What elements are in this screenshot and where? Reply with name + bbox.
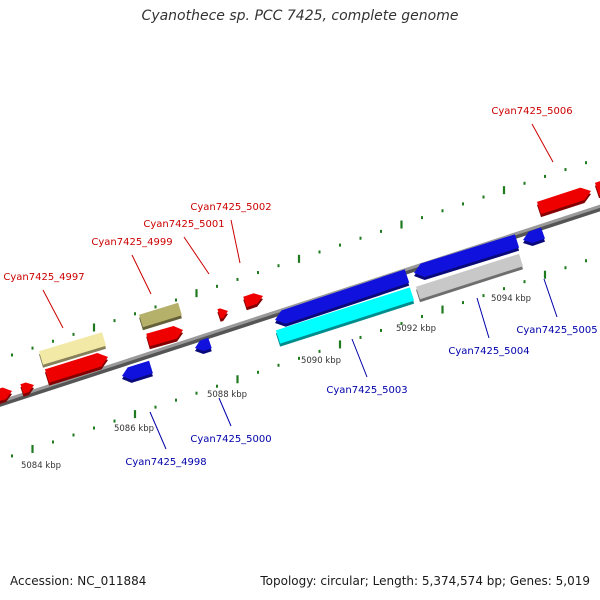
gene-label: Cyan7425_5002 [190,202,271,213]
scale-label: 5086 kbp [114,424,154,434]
genome-title: Cyanothece sp. PCC 7425, complete genome [141,8,459,24]
gene-label: Cyan7425_5005 [516,325,597,336]
gene-label: Cyan7425_4999 [91,237,172,248]
gene-body [523,227,545,244]
gene-features [0,181,600,404]
gene-body [275,269,410,324]
gene-5000-arrow [195,337,212,355]
label-leaders [42,123,558,450]
scale-ticks [11,161,587,458]
gene-body [594,181,600,196]
scale-label: 5090 kbp [301,356,341,366]
gene-5004-blue-arrow [414,234,520,281]
gene-far-right-arrow [594,181,600,199]
gene-body [38,332,107,365]
gene-4997-arrow [44,352,108,386]
gene-body [536,187,591,215]
label-leader [230,219,241,264]
gene-body [0,387,12,401]
gene-body [146,325,183,347]
gene-body [139,302,182,328]
gene-5006-arrow [536,187,591,218]
gene-5003-blue-arrow [275,269,410,327]
label-leader [543,278,558,318]
gene-body [243,293,263,308]
gene-label: Cyan7425_5000 [190,434,271,445]
gene-body [20,382,34,394]
gene-far-left-2-arrow [20,382,34,397]
gene-body [416,253,523,300]
scale-labels: 5084 kbp 5086 kbp 5088 kbp 5090 kbp 5092 kbp… [21,294,531,471]
label-leader [531,123,554,163]
scale-label: 5092 kbp [396,324,436,334]
label-leader [149,411,167,450]
label-leader [218,397,232,427]
label-leader [351,338,368,378]
gene-body [217,308,228,319]
gene-labels: Cyan7425_4997Cyan7425_4998Cyan7425_4999C… [3,106,597,468]
gene-label: Cyan7425_4997 [3,272,84,283]
scale-label: 5094 kbp [491,294,531,304]
accession-text: Accession: NC_011884 [10,574,147,588]
gene-label: Cyan7425_5004 [448,346,529,357]
scale-label: 5084 kbp [21,461,61,471]
gene-4999-arrow [146,325,183,350]
label-leader [131,254,152,295]
gene-label: Cyan7425_4998 [125,457,206,468]
gene-olive-arrow [139,302,182,331]
label-leader [42,289,64,329]
gene-5003-cyan-arrow [275,287,415,347]
gene-4998-arrow [122,360,153,383]
gene-body [122,360,153,380]
gene-label: Cyan7425_5006 [491,106,572,117]
gene-5001-arrow [217,308,228,322]
label-leader [183,236,210,275]
gene-body [414,234,520,278]
gene-body [195,337,212,352]
gene-5005-arrow [523,227,545,247]
gene-yellow-arrow [38,332,107,368]
gene-body [275,287,415,344]
label-leader [476,297,490,339]
gene-5002-arrow [243,293,263,311]
genome-summary-text: Topology: circular; Length: 5,374,574 bp… [260,574,590,588]
gene-far-left-1-arrow [0,387,12,404]
gene-label: Cyan7425_5003 [326,385,407,396]
gene-body [44,352,108,383]
gene-label: Cyan7425_5001 [143,219,224,230]
gene-5004-gray-arrow [416,253,523,303]
scale-label: 5088 kbp [207,390,247,400]
